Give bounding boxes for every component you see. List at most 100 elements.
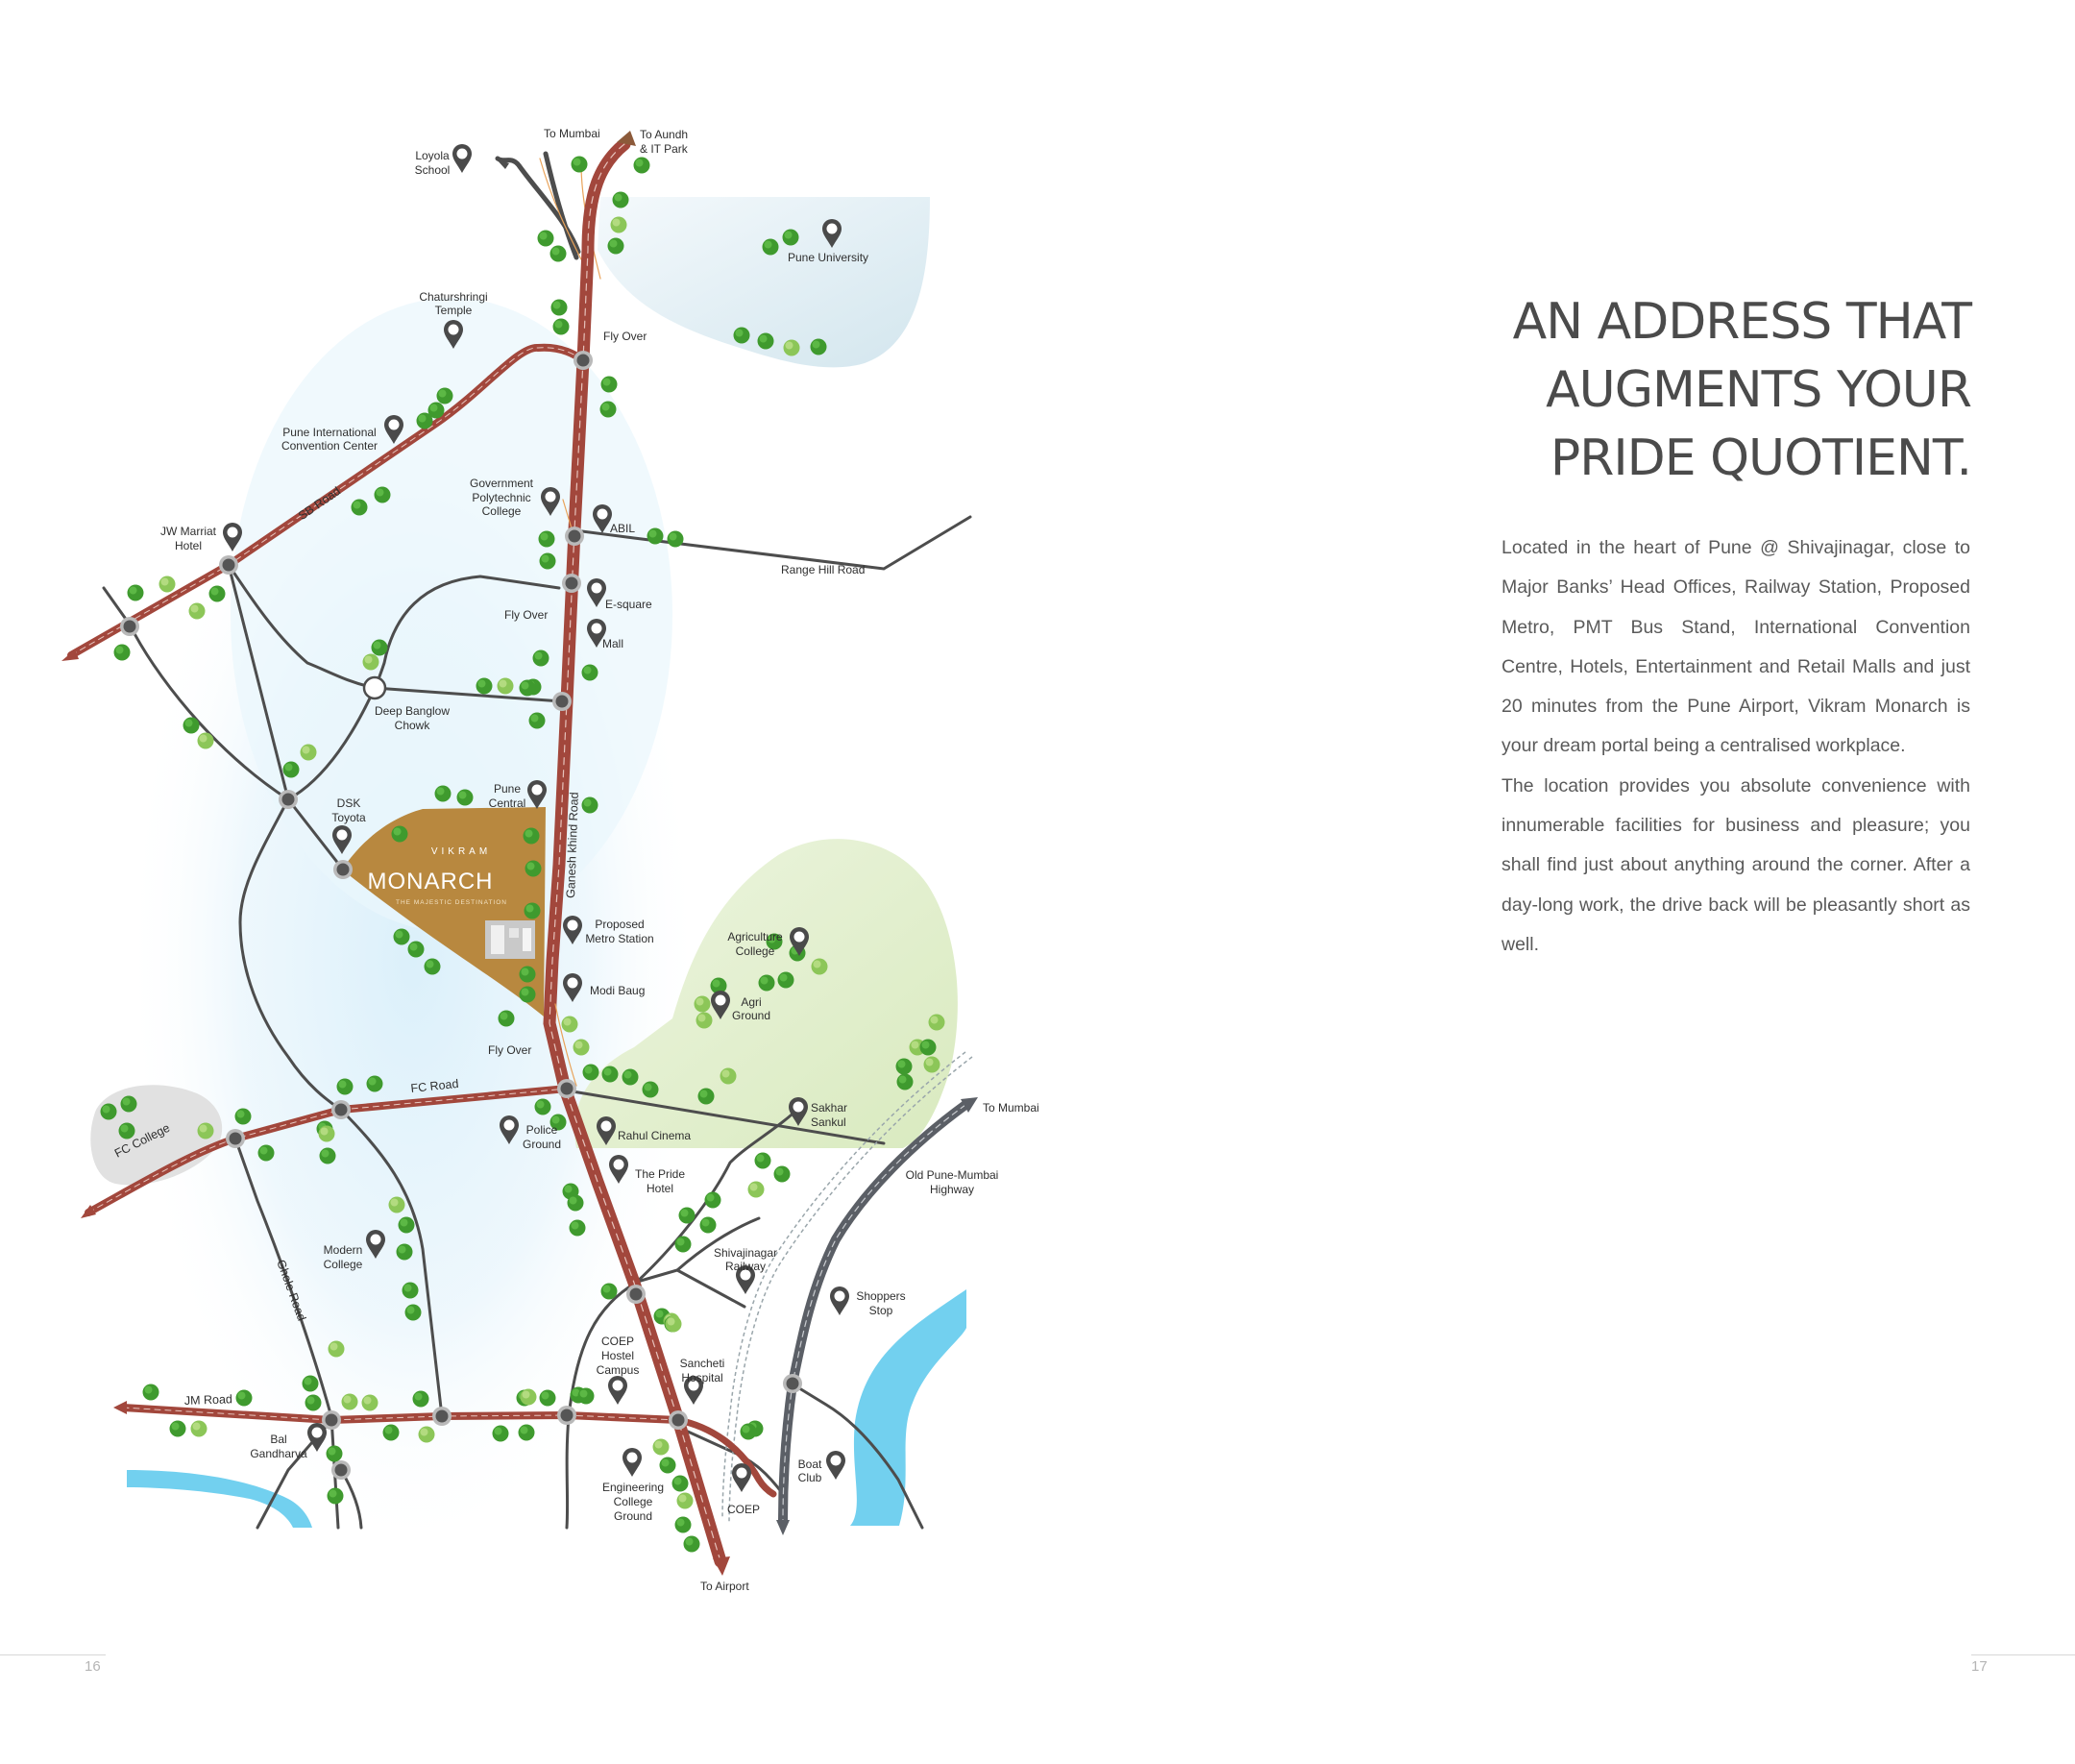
label-to-mumbai-right: To Mumbai — [983, 1101, 1039, 1115]
label-bal-gandharva: Bal — [270, 1433, 286, 1446]
body-copy: Located in the heart of Pune @ Shivajina… — [1501, 528, 1970, 965]
body-paragraph: Located in the heart of Pune @ Shivajina… — [1501, 537, 1970, 757]
river — [127, 1289, 966, 1528]
map-pin-icon — [826, 1451, 845, 1480]
headline-line: AN ADDRESS THAT — [1512, 293, 1972, 351]
vikram-monarch-plot: VIKRAM MONARCH THE MAJESTIC DESTINATION — [342, 807, 546, 1017]
agriculture-area — [574, 839, 958, 1148]
deep-banglow-chowk-roundabout — [362, 675, 387, 700]
junction-icon — [331, 1460, 351, 1480]
junction-icon — [562, 574, 581, 593]
junction-icon — [226, 1129, 245, 1148]
label-fc-road: FC Road — [410, 1077, 459, 1095]
label-deep-banglow-chowk: Deep Banglow — [375, 704, 450, 718]
label-to-airport: To Airport — [700, 1580, 749, 1593]
headline-line: AUGMENTS YOUR — [1546, 361, 1972, 419]
label-gov-poly-2: Polytechnic — [472, 491, 530, 504]
label-coep-hostel-campus-2: Hostel — [601, 1349, 634, 1362]
junction-icon — [574, 351, 593, 370]
label-dsk-toyota: DSK — [337, 796, 361, 810]
label-old-pune-mumbai-highway-2: Highway — [930, 1183, 974, 1196]
map-pin-icon — [608, 1376, 627, 1405]
body-paragraph: The location provides you absolute conve… — [1501, 774, 1970, 955]
junction-icon — [565, 527, 584, 546]
map-pin-icon — [622, 1448, 642, 1477]
project-brand-top: VIKRAM — [431, 846, 491, 857]
junction-icon — [432, 1407, 452, 1426]
label-to-aundh: To Aundh — [640, 128, 688, 141]
label-pune-university: Pune University — [788, 251, 868, 264]
map-pin-icon — [452, 144, 472, 173]
junctions — [120, 351, 802, 1480]
label-range-hill-road: Range Hill Road — [781, 563, 865, 576]
label-engineering-college-ground: Engineering — [602, 1481, 664, 1494]
label-agri-ground: Agri — [741, 995, 761, 1009]
label-sakhar-sankul: Sakhar — [811, 1101, 847, 1115]
label-fly-over-low: Fly Over — [488, 1043, 531, 1057]
label-fly-over-mid: Fly Over — [504, 608, 548, 622]
label-loyola-school-2: School — [415, 163, 451, 177]
label-shoppers-stop: Shoppers — [856, 1289, 905, 1303]
label-bal-gandharva-2: Gandharva — [250, 1447, 307, 1460]
label-agriculture-college: Agriculture — [727, 930, 783, 943]
junction-icon — [783, 1374, 802, 1393]
label-proposed-metro-station: Proposed — [595, 918, 644, 931]
label-the-pride-hotel: The Pride — [635, 1167, 685, 1181]
label-jw-marriat-hotel: JW Marriat — [160, 525, 217, 538]
label-deep-banglow-chowk-2: Chowk — [395, 719, 431, 732]
label-fly-over-top: Fly Over — [603, 330, 647, 343]
label-jw-marriat-hotel-2: Hotel — [175, 539, 202, 552]
label-chaturshringi-temple-2: Temple — [435, 304, 473, 317]
label-pune-central: Pune — [494, 782, 521, 796]
label-modern-college-2: College — [324, 1258, 363, 1271]
junction-icon — [557, 1406, 576, 1425]
old-pune-mumbai-highway — [776, 1097, 978, 1535]
junction-icon — [331, 1100, 351, 1119]
pune-university-area — [598, 197, 930, 368]
junction-icon — [120, 617, 139, 636]
label-ganesh-khind-road: Ganesh khind Road — [564, 792, 581, 898]
label-police-ground: Police — [526, 1123, 558, 1137]
label-shoppers-stop-2: Stop — [869, 1304, 893, 1317]
junction-icon — [333, 860, 353, 879]
label-coep: COEP — [727, 1503, 760, 1516]
footer-divider — [0, 1654, 106, 1655]
label-modern-college: Modern — [324, 1243, 363, 1257]
label-engineering-college-ground-3: Ground — [614, 1509, 652, 1523]
junction-icon — [626, 1285, 646, 1304]
label-shivajinagar-railway: Shivajinagar — [714, 1246, 777, 1260]
junction-icon — [279, 790, 298, 809]
page-number-left: 16 — [85, 1658, 101, 1675]
label-modi-baug: Modi Baug — [590, 984, 645, 997]
project-tagline: THE MAJESTIC DESTINATION — [396, 899, 507, 906]
label-to-aundh-2: & IT Park — [640, 142, 689, 156]
label-gov-poly: Government — [470, 477, 534, 490]
label-boat-club-2: Club — [798, 1471, 822, 1484]
footer-divider — [1971, 1654, 2075, 1655]
label-sakhar-sankul-2: Sankul — [811, 1115, 846, 1129]
label-coep-hostel-campus-3: Campus — [597, 1363, 640, 1377]
label-the-pride-hotel-2: Hotel — [647, 1182, 673, 1195]
label-rahul-cinema: Rahul Cinema — [618, 1129, 691, 1142]
page-number-right: 17 — [1971, 1658, 1988, 1675]
junction-icon — [669, 1410, 688, 1430]
label-dsk-toyota-2: Toyota — [331, 811, 366, 824]
page-headline: AN ADDRESS THAT AUGMENTS YOUR PRIDE QUOT… — [1299, 288, 1972, 493]
map-labels: To Mumbai To Aundh & IT Park Loyola Scho… — [112, 127, 1039, 1593]
label-boat-club: Boat — [798, 1458, 822, 1471]
label-coep-hostel-campus: COEP — [601, 1335, 634, 1348]
label-proposed-metro-station-2: Metro Station — [585, 932, 653, 945]
label-picc: Pune International — [282, 426, 376, 439]
label-agriculture-college-2: College — [736, 944, 775, 958]
label-picc-2: Convention Center — [281, 439, 378, 453]
label-to-mumbai-top: To Mumbai — [544, 127, 600, 140]
label-gov-poly-3: College — [482, 504, 522, 518]
label-loyola-school: Loyola — [415, 149, 450, 162]
label-abil: ABIL — [610, 522, 635, 535]
map-pin-icon — [830, 1286, 849, 1315]
label-sancheti-hospital: Sancheti — [680, 1357, 725, 1370]
label-old-pune-mumbai-highway: Old Pune-Mumbai — [906, 1168, 999, 1182]
project-brand-name: MONARCH — [368, 869, 494, 894]
